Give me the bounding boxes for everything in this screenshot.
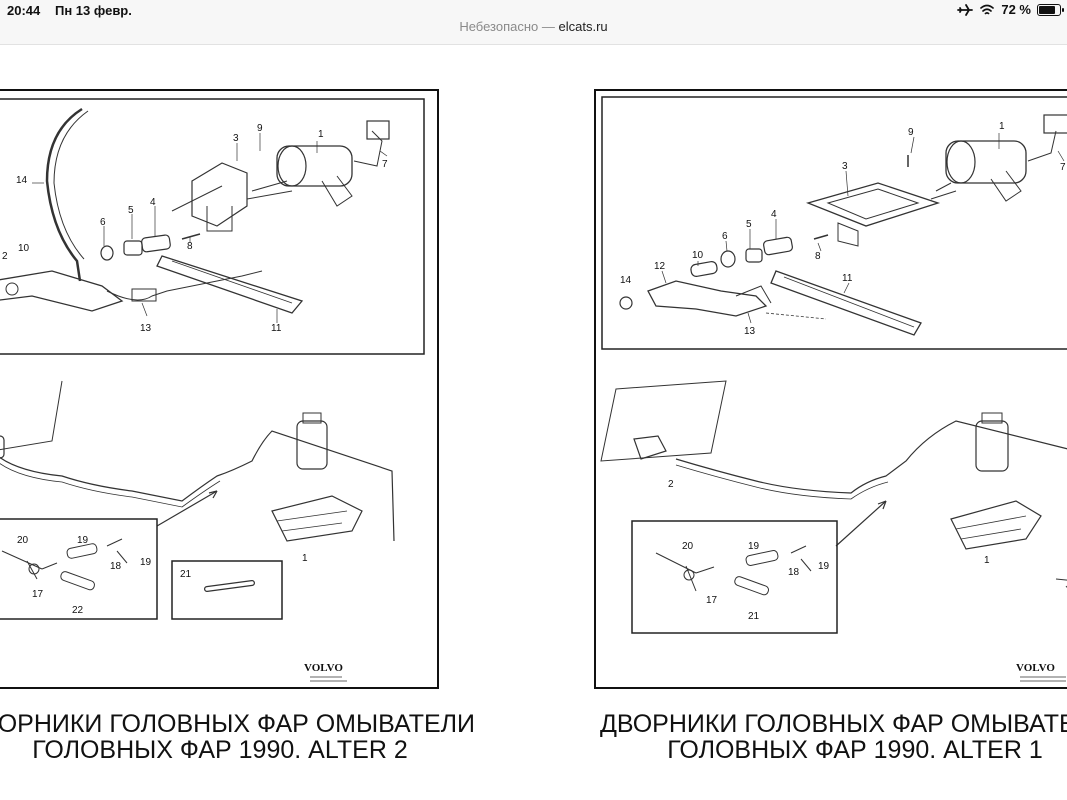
label-21: 21: [180, 569, 192, 580]
clock: 20:44: [7, 3, 41, 18]
bracket-part: [191, 162, 248, 227]
battery-percent: 72 %: [1001, 2, 1031, 17]
label-5: 5: [128, 205, 134, 216]
label-2: 2: [668, 479, 674, 490]
label-19b: 19: [140, 557, 152, 568]
label-11: 11: [271, 323, 282, 334]
label-1: 1: [318, 129, 324, 140]
label-17: 17: [706, 595, 718, 606]
label-19b: 19: [818, 561, 830, 572]
label-18: 18: [110, 561, 122, 572]
label-6: 6: [100, 217, 106, 228]
caption-line-2: ГОЛОВНЫХ ФАР 1990. ALTER 2: [32, 736, 408, 764]
label-9: 9: [257, 123, 263, 134]
upper-panel: [601, 96, 1067, 350]
caption-line-1: ДВОРНИКИ ГОЛОВНЫХ ФАР ОМЫВАТЕЛИ: [0, 710, 476, 738]
label-11: 11: [842, 273, 853, 284]
upper-panel: [0, 98, 425, 355]
wiper-blade-part: [156, 255, 304, 314]
label-21: 21: [748, 611, 760, 622]
url-domain: elcats.ru: [558, 19, 608, 34]
volvo-logo: VOLVO: [304, 662, 343, 674]
label-18: 18: [788, 567, 800, 578]
headlamp-glass-outline: [0, 380, 63, 451]
diagram-drawing: 1 3 9 7 4 5 6 10 8 12 14 13 11 2 1: [600, 96, 1067, 682]
label-19: 19: [748, 541, 760, 552]
label-3: 3: [842, 161, 848, 172]
date: Пн 13 февр.: [55, 3, 132, 18]
label-17: 17: [32, 589, 44, 600]
washer-hose-line: [0, 430, 395, 542]
label-1-lower: 1: [984, 555, 990, 566]
label-7: 7: [1060, 162, 1066, 173]
battery-icon: [1037, 3, 1064, 16]
detail-box-fittings: [631, 520, 838, 634]
diagram-drawing: 1 3 9 7 4 5 6 8 14 10 2 13 11 1: [0, 98, 425, 682]
label-12: 12: [654, 261, 666, 272]
label-1: 1: [999, 121, 1005, 132]
label-8: 8: [187, 241, 193, 252]
motor-part: [930, 114, 1067, 202]
wiper-blade-part: [770, 270, 922, 336]
caption-line-1: ДВОРНИКИ ГОЛОВНЫХ ФАР ОМЫВАТЕЛИ: [599, 710, 1067, 738]
wiper-arm-part: [0, 270, 124, 312]
label-20: 20: [682, 541, 694, 552]
label-20: 20: [17, 535, 29, 546]
detail-box-fittings: [0, 518, 158, 620]
label-9: 9: [908, 127, 914, 138]
label-2: 2: [2, 251, 8, 262]
washer-pump-part: [271, 412, 363, 542]
caption-line-2: ГОЛОВНЫХ ФАР 1990. ALTER 1: [667, 736, 1043, 764]
wiper-arm-part: [647, 280, 768, 317]
airplane-icon: [957, 3, 974, 16]
motor-part: [246, 120, 390, 207]
headlamp-glass-outline: [600, 380, 727, 462]
detail-box-connector: [171, 560, 283, 620]
volvo-logo: VOLVO: [1016, 662, 1055, 674]
label-19: 19: [77, 535, 89, 546]
label-8: 8: [815, 251, 821, 262]
parts-diagram-alter-1[interactable]: 1 3 9 7 4 5 6 10 8 12 14 13 11 2 1: [594, 89, 1067, 689]
label-10: 10: [692, 250, 704, 261]
label-14: 14: [16, 175, 28, 186]
security-label: Небезопасно —: [459, 19, 555, 34]
washer-hose-line: [675, 420, 1067, 494]
status-icons: 72 %: [957, 2, 1064, 17]
address-bar[interactable]: Небезопасно — elcats.ru: [0, 19, 1067, 34]
label-13: 13: [744, 326, 756, 337]
label-3: 3: [233, 133, 239, 144]
label-5: 5: [746, 219, 752, 230]
status-bar: 20:44 Пн 13 февр. 72 % Небезопасно — elc…: [0, 0, 1067, 45]
label-14: 14: [620, 275, 632, 286]
washer-pump-part: [950, 412, 1042, 550]
label-4: 4: [771, 209, 777, 220]
label-13: 13: [140, 323, 152, 334]
label-22: 22: [72, 605, 84, 616]
parts-diagram-alter-2[interactable]: 1 3 9 7 4 5 6 8 14 10 2 13 11 1: [0, 89, 439, 689]
hose-part: [45, 107, 83, 282]
label-1-lower: 1: [302, 553, 308, 564]
label-7: 7: [382, 159, 388, 170]
diagram-caption-alter-2: ДВОРНИКИ ГОЛОВНЫХ ФАР ОМЫВАТЕЛИ ГОЛОВНЫХ…: [0, 711, 560, 763]
label-4: 4: [150, 197, 156, 208]
label-10: 10: [18, 243, 30, 254]
label-6: 6: [722, 231, 728, 242]
bracket-part: [805, 182, 941, 227]
diagram-caption-alter-1: ДВОРНИКИ ГОЛОВНЫХ ФАР ОМЫВАТЕЛИ ГОЛОВНЫХ…: [455, 711, 1067, 763]
wifi-icon: [980, 4, 995, 14]
